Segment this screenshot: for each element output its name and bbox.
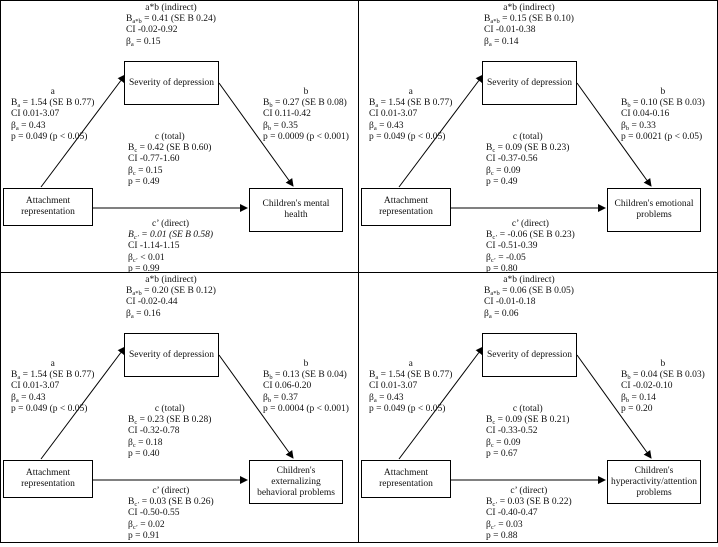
path-c-direct-stats: c’ (direct) Bc’ = 0.03 (SE B 0.26) CI -0… xyxy=(128,486,214,541)
path-a-stats: a Ba = 1.54 (SE B 0.77) CI 0.01-3.07 βa … xyxy=(11,87,95,142)
path-arrows xyxy=(40,74,294,212)
indirect-effect-stats: a*b (indirect) Ba*b = 0.15 (SE B 0.10) C… xyxy=(484,3,574,48)
path-c-direct-stats: c’ (direct) Bc’ = 0.03 (SE B 0.22) CI -0… xyxy=(486,486,572,541)
predictor-box: Attachment representation xyxy=(3,460,93,498)
path-c-total-stats: c (total) Bc = 0.42 (SE B 0.60) CI -0.77… xyxy=(128,132,212,187)
predictor-box: Attachment representation xyxy=(3,188,93,226)
path-b-stats: b Bb = 0.27 (SE B 0.08) CI 0.11-0.42 βb … xyxy=(263,87,349,142)
outcome-box: Children's externalizing behavioral prob… xyxy=(249,460,343,504)
path-b-stats: b Bb = 0.04 (SE B 0.03) CI -0.02-0.10 βb… xyxy=(621,359,705,414)
path-a-stats: a Ba = 1.54 (SE B 0.77) CI 0.01-3.07 βa … xyxy=(369,359,453,414)
mediation-panel-emotional: Severity of depression Attachment repres… xyxy=(358,0,718,274)
mediator-box: Severity of depression xyxy=(124,61,219,105)
path-a-arrow xyxy=(40,74,126,188)
mediation-panel-hyperactivity: Severity of depression Attachment repres… xyxy=(358,272,718,543)
path-a-arrow xyxy=(398,74,484,188)
predictor-box: Attachment representation xyxy=(361,460,451,498)
mediation-panel-externalizing: Severity of depression Attachment repres… xyxy=(0,272,360,543)
path-arrows xyxy=(398,74,652,212)
path-c-total-stats: c (total) Bc = 0.09 (SE B 0.21) CI -0.33… xyxy=(486,404,570,459)
path-c-total-stats: c (total) Bc = 0.09 (SE B 0.23) CI -0.37… xyxy=(486,132,570,187)
outcome-box: Children's emotional problems xyxy=(607,188,701,232)
path-a-arrow xyxy=(40,346,126,460)
path-b-arrow xyxy=(576,354,652,459)
path-c-direct-stats: c’ (direct) Bc’ = -0.06 (SE B 0.23) CI -… xyxy=(486,219,575,274)
indirect-effect-stats: a*b (indirect) Ba*b = 0.20 (SE B 0.12) C… xyxy=(126,275,216,320)
path-c-direct-stats: c’ (direct) Bc’ = 0.01 (SE B 0.58) CI -1… xyxy=(128,219,214,274)
path-arrows xyxy=(40,346,294,484)
path-a-stats: a Ba = 1.54 (SE B 0.77) CI 0.01-3.07 βa … xyxy=(369,87,453,142)
outcome-box: Children's hyperactivity/attention probl… xyxy=(607,460,701,504)
mediator-box: Severity of depression xyxy=(124,333,219,377)
path-b-arrow xyxy=(576,82,652,187)
mediator-box: Severity of depression xyxy=(482,61,577,105)
path-b-stats: b Bb = 0.10 (SE B 0.03) CI 0.04-0.16 βb … xyxy=(621,87,705,142)
outcome-box: Children's mental health xyxy=(249,188,343,232)
path-b-arrow xyxy=(218,354,294,459)
path-a-arrow xyxy=(398,346,484,460)
mediator-box: Severity of depression xyxy=(482,333,577,377)
indirect-effect-stats: a*b (indirect) Ba*b = 0.41 (SE B 0.24) C… xyxy=(126,3,216,48)
path-c-total-stats: c (total) Bc = 0.23 (SE B 0.28) CI -0.32… xyxy=(128,404,212,459)
indirect-effect-stats: a*b (indirect) Ba*b = 0.06 (SE B 0.05) C… xyxy=(484,275,574,320)
mediation-panel-mental-health: Severity of depression Attachment repres… xyxy=(0,0,360,274)
path-a-stats: a Ba = 1.54 (SE B 0.77) CI 0.01-3.07 βa … xyxy=(11,359,95,414)
predictor-box: Attachment representation xyxy=(361,188,451,226)
path-arrows xyxy=(398,346,652,484)
path-b-stats: b Bb = 0.13 (SE B 0.04) CI 0.06-0.20 βb … xyxy=(263,359,349,414)
path-b-arrow xyxy=(218,82,294,187)
